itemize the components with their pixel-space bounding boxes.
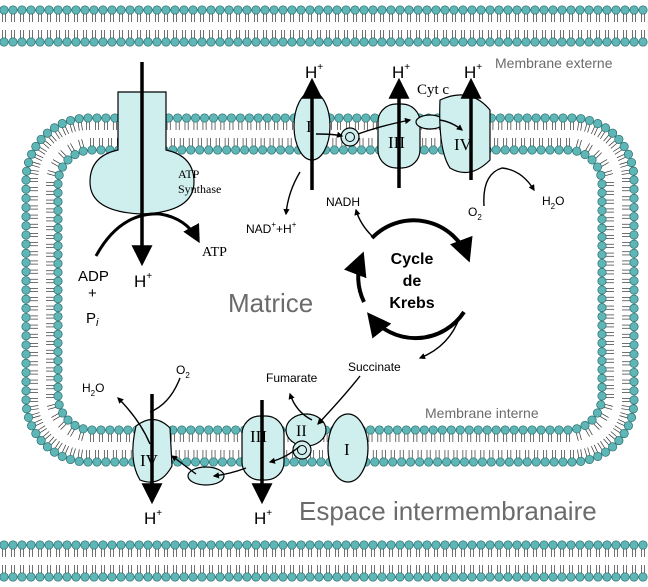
nad-label: NAD++H+ [246,220,297,236]
atp-synthase [89,62,200,267]
top-flow-arrows [283,77,535,216]
h-plus-atp: H+ [134,271,152,291]
krebs-cycle [343,208,473,360]
intermembrane-space-label: Espace intermembranaire [299,496,597,526]
outer-membrane-label: Membrane externe [495,55,613,71]
krebs-label-1: Cycle [391,251,434,268]
adp-label: ADP [78,268,109,285]
krebs-label-3: Krebs [389,295,434,312]
pi-label: Pi [86,310,99,329]
complex-IV-top-label: IV [454,135,473,154]
plus-label: + [88,285,97,302]
atp-label: ATP [202,245,227,260]
h-plus-top-1: H+ [305,62,323,82]
cyt-c-label: Cyt c [417,82,449,98]
complex-I-top-label: I [306,117,312,136]
h-plus-bottom-2: H+ [254,508,272,528]
complex-III-top-label: III [388,133,405,152]
nadh-label: NADH [326,195,360,209]
outer-membrane-bottom [0,540,648,582]
atp-synthase-label-1: ATP [178,167,200,181]
complex-IV-bottom-label: IV [140,451,159,470]
inner-membrane-label: Membrane interne [425,405,539,421]
complex-I-bottom [327,413,369,483]
h2o-top-label: H2O [542,194,564,211]
bottom-flow-arrows [117,375,361,505]
ubiquinone-top [340,127,360,147]
complex-II-bottom-label: II [296,423,307,440]
cyt-c-bottom [187,466,225,486]
matrix-label: Matrice [228,288,313,318]
h-plus-bottom-1: H+ [144,508,162,528]
outer-membrane-top [0,5,648,47]
o2-bottom-label: O2 [176,363,190,380]
complex-IV-top [439,94,491,174]
complex-I-bottom-label: I [344,440,350,459]
o2-top-label: O2 [468,205,482,222]
atp-synthase-label-2: Synthase [178,182,221,196]
krebs-label-2: de [403,273,422,290]
h-plus-top-2: H+ [392,62,410,82]
succinate-label: Succinate [348,360,401,374]
h2o-bottom-label: H2O [82,381,104,398]
fumarate-label: Fumarate [266,371,318,385]
h-plus-top-3: H+ [464,62,482,82]
complex-III-bottom-label: III [250,427,267,446]
ubiquinone-bottom [292,440,312,460]
